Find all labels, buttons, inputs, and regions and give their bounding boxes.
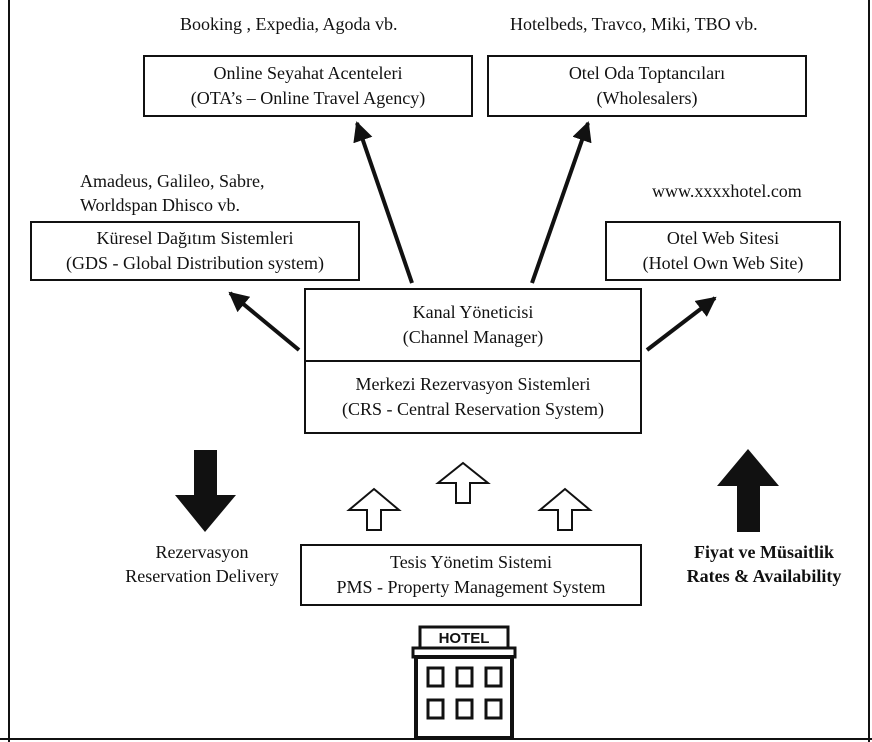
outline-up-arrow-left xyxy=(346,487,402,531)
hotel-building-icon: HOTEL xyxy=(411,625,517,740)
arrow-to-wholesalers xyxy=(530,121,592,284)
arrow-to-ota xyxy=(353,121,414,284)
website-box: Otel Web Sitesi (Hotel Own Web Site) xyxy=(605,221,841,281)
arrow-to-gds xyxy=(228,291,301,352)
ota-box-title: Online Seyahat Acenteleri xyxy=(213,63,403,83)
gds-examples-line1: Amadeus, Galileo, Sabre, xyxy=(80,171,265,191)
ota-box-subtitle: (OTA’s – Online Travel Agency) xyxy=(190,88,426,108)
ota-examples-note: Booking , Expedia, Agoda vb. xyxy=(180,14,398,34)
reservation-delivery-note: Rezervasyon Reservation Delivery xyxy=(106,540,298,588)
gds-examples-line2: Worldspan Dhisco vb. xyxy=(80,195,241,215)
wholesaler-examples-note: Hotelbeds, Travco, Miki, TBO vb. xyxy=(510,14,758,34)
pms-box: Tesis Yönetim Sistemi PMS - Property Man… xyxy=(300,544,642,606)
frame-right-border xyxy=(868,0,870,742)
gds-box-subtitle: (GDS - Global Distribution system) xyxy=(66,253,324,273)
reservation-down-arrow xyxy=(175,450,236,532)
arrow-to-website xyxy=(645,296,717,352)
wholesaler-box-subtitle: (Wholesalers) xyxy=(596,88,698,108)
reservation-line2: Reservation Delivery xyxy=(125,566,279,586)
ota-box: Online Seyahat Acenteleri (OTA’s – Onlin… xyxy=(143,55,473,117)
rates-line2: Rates & Availability xyxy=(686,566,842,586)
website-box-subtitle: (Hotel Own Web Site) xyxy=(642,253,804,273)
channel-manager-box: Kanal Yöneticisi (Channel Manager) xyxy=(304,288,642,362)
crs-box-subtitle: (CRS - Central Reservation System) xyxy=(342,399,604,419)
wholesaler-box-title: Otel Oda Toptancıları xyxy=(568,63,726,83)
crs-box-title: Merkezi Rezervasyon Sistemleri xyxy=(355,374,591,394)
hotel-sign-text: HOTEL xyxy=(439,630,490,647)
outline-up-arrow-middle xyxy=(435,461,491,504)
channel-manager-subtitle: (Channel Manager) xyxy=(402,327,544,347)
gds-box: Küresel Dağıtım Sistemleri (GDS - Global… xyxy=(30,221,360,281)
frame-left-border xyxy=(8,0,10,742)
rates-availability-note: Fiyat ve Müsaitlik Rates & Availability xyxy=(664,540,864,588)
wholesaler-box: Otel Oda Toptancıları (Wholesalers) xyxy=(487,55,807,117)
rates-up-arrow xyxy=(717,449,779,532)
rates-line1: Fiyat ve Müsaitlik xyxy=(694,542,834,562)
outline-up-arrow-right xyxy=(537,487,593,531)
website-box-title: Otel Web Sitesi xyxy=(666,228,780,248)
pms-box-title: Tesis Yönetim Sistemi xyxy=(389,552,553,572)
reservation-line1: Rezervasyon xyxy=(155,542,249,562)
crs-box: Merkezi Rezervasyon Sistemleri (CRS - Ce… xyxy=(304,360,642,434)
gds-box-title: Küresel Dağıtım Sistemleri xyxy=(96,228,294,248)
website-url-note: www.xxxxhotel.com xyxy=(652,181,802,201)
pms-box-subtitle: PMS - Property Management System xyxy=(336,577,606,597)
gds-examples-note: Amadeus, Galileo, Sabre, Worldspan Dhisc… xyxy=(80,169,264,217)
channel-manager-title: Kanal Yöneticisi xyxy=(412,302,534,322)
